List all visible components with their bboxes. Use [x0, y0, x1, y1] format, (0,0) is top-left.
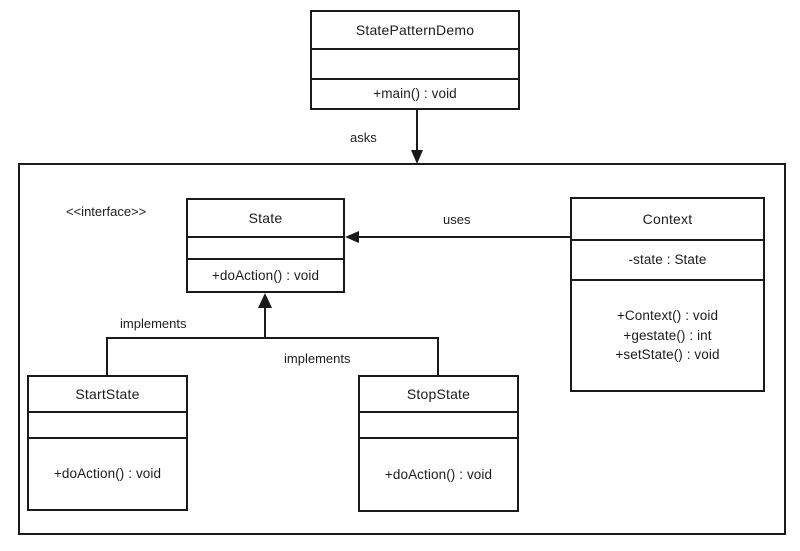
method-compartment: +Context() : void +gestate() : int +setS… [572, 279, 763, 390]
method-compartment: +doAction() : void [29, 437, 186, 509]
relation-label-uses: uses [443, 212, 471, 227]
method-doaction: +doAction() : void [211, 267, 320, 283]
attribute-compartment [360, 411, 517, 437]
attribute-compartment [312, 48, 518, 78]
class-name-context: Context [642, 211, 693, 227]
method-compartment: +main() : void [312, 78, 518, 108]
method-setstate: +setState() : void [615, 347, 720, 363]
class-name-compartment: StartState [29, 377, 186, 411]
class-box-stopstate[interactable]: StopState +doAction() : void [358, 375, 519, 512]
relation-label-asks: asks [350, 130, 377, 145]
method-doaction: +doAction() : void [53, 466, 162, 482]
relation-label-implements-left: implements [120, 316, 187, 331]
asks-arrowhead [411, 150, 423, 164]
relation-label-implements-right: implements [284, 351, 351, 366]
class-name-compartment: State [188, 200, 343, 236]
method-gestate: +gestate() : int [623, 327, 712, 343]
attribute-compartment [29, 411, 186, 437]
method-compartment: +doAction() : void [188, 258, 343, 291]
attribute-compartment: -state : State [572, 239, 763, 279]
class-box-context[interactable]: Context -state : State +Context() : void… [570, 197, 765, 392]
class-name-statepatterndemo: StatePatternDemo [355, 22, 475, 38]
class-name-compartment: StopState [360, 377, 517, 411]
class-name-compartment: Context [572, 199, 763, 239]
attribute-compartment [188, 236, 343, 258]
class-box-statepatterndemo[interactable]: StatePatternDemo +main() : void [310, 10, 520, 110]
class-name-state: State [248, 210, 283, 226]
class-box-startstate[interactable]: StartState +doAction() : void [27, 375, 188, 511]
pattern-scope-frame [18, 163, 786, 535]
class-box-state[interactable]: State +doAction() : void [186, 198, 345, 293]
class-name-stopstate: StopState [406, 386, 471, 402]
method-context-ctor: +Context() : void [616, 308, 719, 324]
stereotype-interface-label: <<interface>> [66, 204, 147, 219]
method-compartment: +doAction() : void [360, 437, 517, 510]
class-name-compartment: StatePatternDemo [312, 12, 518, 48]
class-name-startstate: StartState [75, 386, 140, 402]
method-doaction: +doAction() : void [384, 466, 493, 482]
attribute-state: -state : State [628, 252, 707, 268]
method-main: +main() : void [373, 86, 457, 102]
